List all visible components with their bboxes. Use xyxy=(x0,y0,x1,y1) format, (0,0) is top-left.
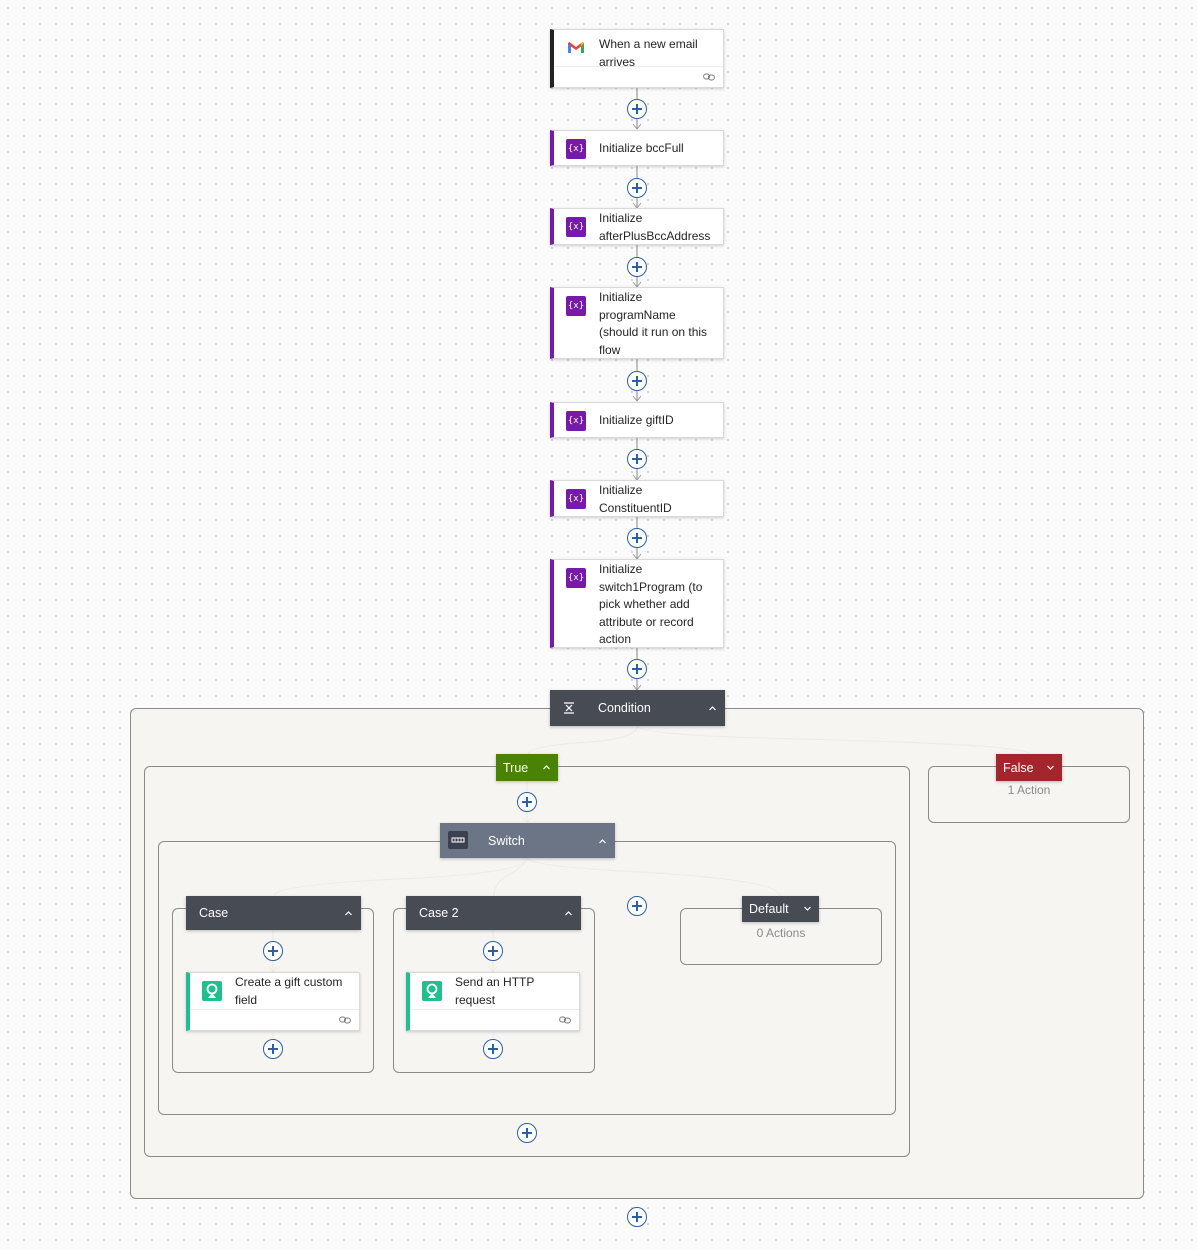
action-card-init-giftid[interactable]: {x} Initialize giftID xyxy=(550,402,724,438)
add-step-button[interactable] xyxy=(627,449,647,469)
action-card-init-bccfull[interactable]: {x} Initialize bccFull xyxy=(550,130,724,166)
action-card-init-programname[interactable]: {x} Initialize programName (should it ru… xyxy=(550,287,724,359)
default-case-summary: 0 Actions xyxy=(756,926,806,940)
false-branch-header[interactable]: False xyxy=(996,754,1062,781)
condition-header[interactable]: Condition xyxy=(550,690,725,726)
action-label: Initialize bccFull xyxy=(599,141,684,155)
false-branch-summary: 1 Action xyxy=(1007,783,1051,797)
variable-icon: {x} xyxy=(566,489,586,509)
variable-icon: {x} xyxy=(566,296,586,316)
link-icon xyxy=(339,1016,351,1024)
switch-icon xyxy=(448,831,468,849)
action-label: Create a gift custom field xyxy=(235,975,343,1007)
add-step-button[interactable] xyxy=(627,178,647,198)
action-card-init-switch1program[interactable]: {x} Initialize switch1Program (to pick w… xyxy=(550,559,724,648)
default-case-header[interactable]: Default xyxy=(742,896,819,922)
action-label: Initialize switch1Program (to pick wheth… xyxy=(599,562,703,646)
add-step-button[interactable] xyxy=(263,1039,283,1059)
case-header[interactable]: Case xyxy=(186,896,361,930)
add-step-button[interactable] xyxy=(517,792,537,812)
add-step-button[interactable] xyxy=(483,1039,503,1059)
action-label: Initialize ConstituentID xyxy=(599,483,672,515)
switch-label: Switch xyxy=(488,833,525,848)
action-card-init-afterplusbccaddress[interactable]: {x} Initialize afterPlusBccAddress xyxy=(550,208,724,245)
action-label: Initialize giftID xyxy=(599,413,674,427)
blackbaud-icon xyxy=(202,981,222,1001)
action-label: Send an HTTP request xyxy=(455,975,535,1007)
add-step-button[interactable] xyxy=(627,257,647,277)
chevron-down-icon[interactable] xyxy=(1047,764,1054,771)
condition-label: Condition xyxy=(598,701,651,715)
chevron-up-icon[interactable] xyxy=(345,910,352,917)
case-label: Case xyxy=(199,906,229,920)
card-divider xyxy=(190,1009,359,1010)
chevron-up-icon[interactable] xyxy=(565,910,572,917)
action-card-init-constituentid[interactable]: {x} Initialize ConstituentID xyxy=(550,480,724,517)
add-step-button[interactable] xyxy=(263,941,283,961)
chevron-up-icon[interactable] xyxy=(543,764,550,771)
add-case-button[interactable] xyxy=(627,896,647,916)
false-branch-label: False xyxy=(1003,760,1034,775)
chevron-down-icon[interactable] xyxy=(804,905,811,912)
condition-scope xyxy=(130,708,1144,1199)
variable-icon: {x} xyxy=(566,139,586,159)
action-card-send-http-request[interactable]: Send an HTTP request xyxy=(406,972,580,1031)
condition-icon xyxy=(564,702,574,714)
default-case-label: Default xyxy=(749,902,789,916)
add-step-button[interactable] xyxy=(627,371,647,391)
add-step-button[interactable] xyxy=(627,99,647,119)
link-icon xyxy=(559,1016,571,1024)
add-step-button[interactable] xyxy=(627,659,647,679)
action-label: Initialize afterPlusBccAddress xyxy=(599,211,711,243)
link-icon xyxy=(703,73,715,81)
chevron-up-icon[interactable] xyxy=(709,705,716,712)
trigger-label: When a new email arrives xyxy=(599,37,698,69)
add-step-button[interactable] xyxy=(517,1123,537,1143)
action-card-create-gift-custom-field[interactable]: Create a gift custom field xyxy=(186,972,360,1031)
case-label: Case 2 xyxy=(419,906,459,920)
variable-icon: {x} xyxy=(566,217,586,237)
card-divider xyxy=(410,1009,579,1010)
card-divider xyxy=(554,66,723,67)
gmail-icon xyxy=(566,38,586,58)
add-step-button[interactable] xyxy=(483,941,503,961)
true-branch-header[interactable]: True xyxy=(496,754,558,781)
case-header[interactable]: Case 2 xyxy=(406,896,581,930)
blackbaud-icon xyxy=(422,981,442,1001)
add-step-button[interactable] xyxy=(627,1207,647,1227)
true-branch-label: True xyxy=(503,760,529,775)
variable-icon: {x} xyxy=(566,568,586,588)
trigger-card[interactable]: When a new email arrives xyxy=(550,29,724,88)
switch-header[interactable]: Switch xyxy=(440,823,615,858)
action-label: Initialize programName (should it run on… xyxy=(599,290,708,357)
variable-icon: {x} xyxy=(566,411,586,431)
add-step-button[interactable] xyxy=(627,528,647,548)
chevron-up-icon[interactable] xyxy=(599,838,606,845)
